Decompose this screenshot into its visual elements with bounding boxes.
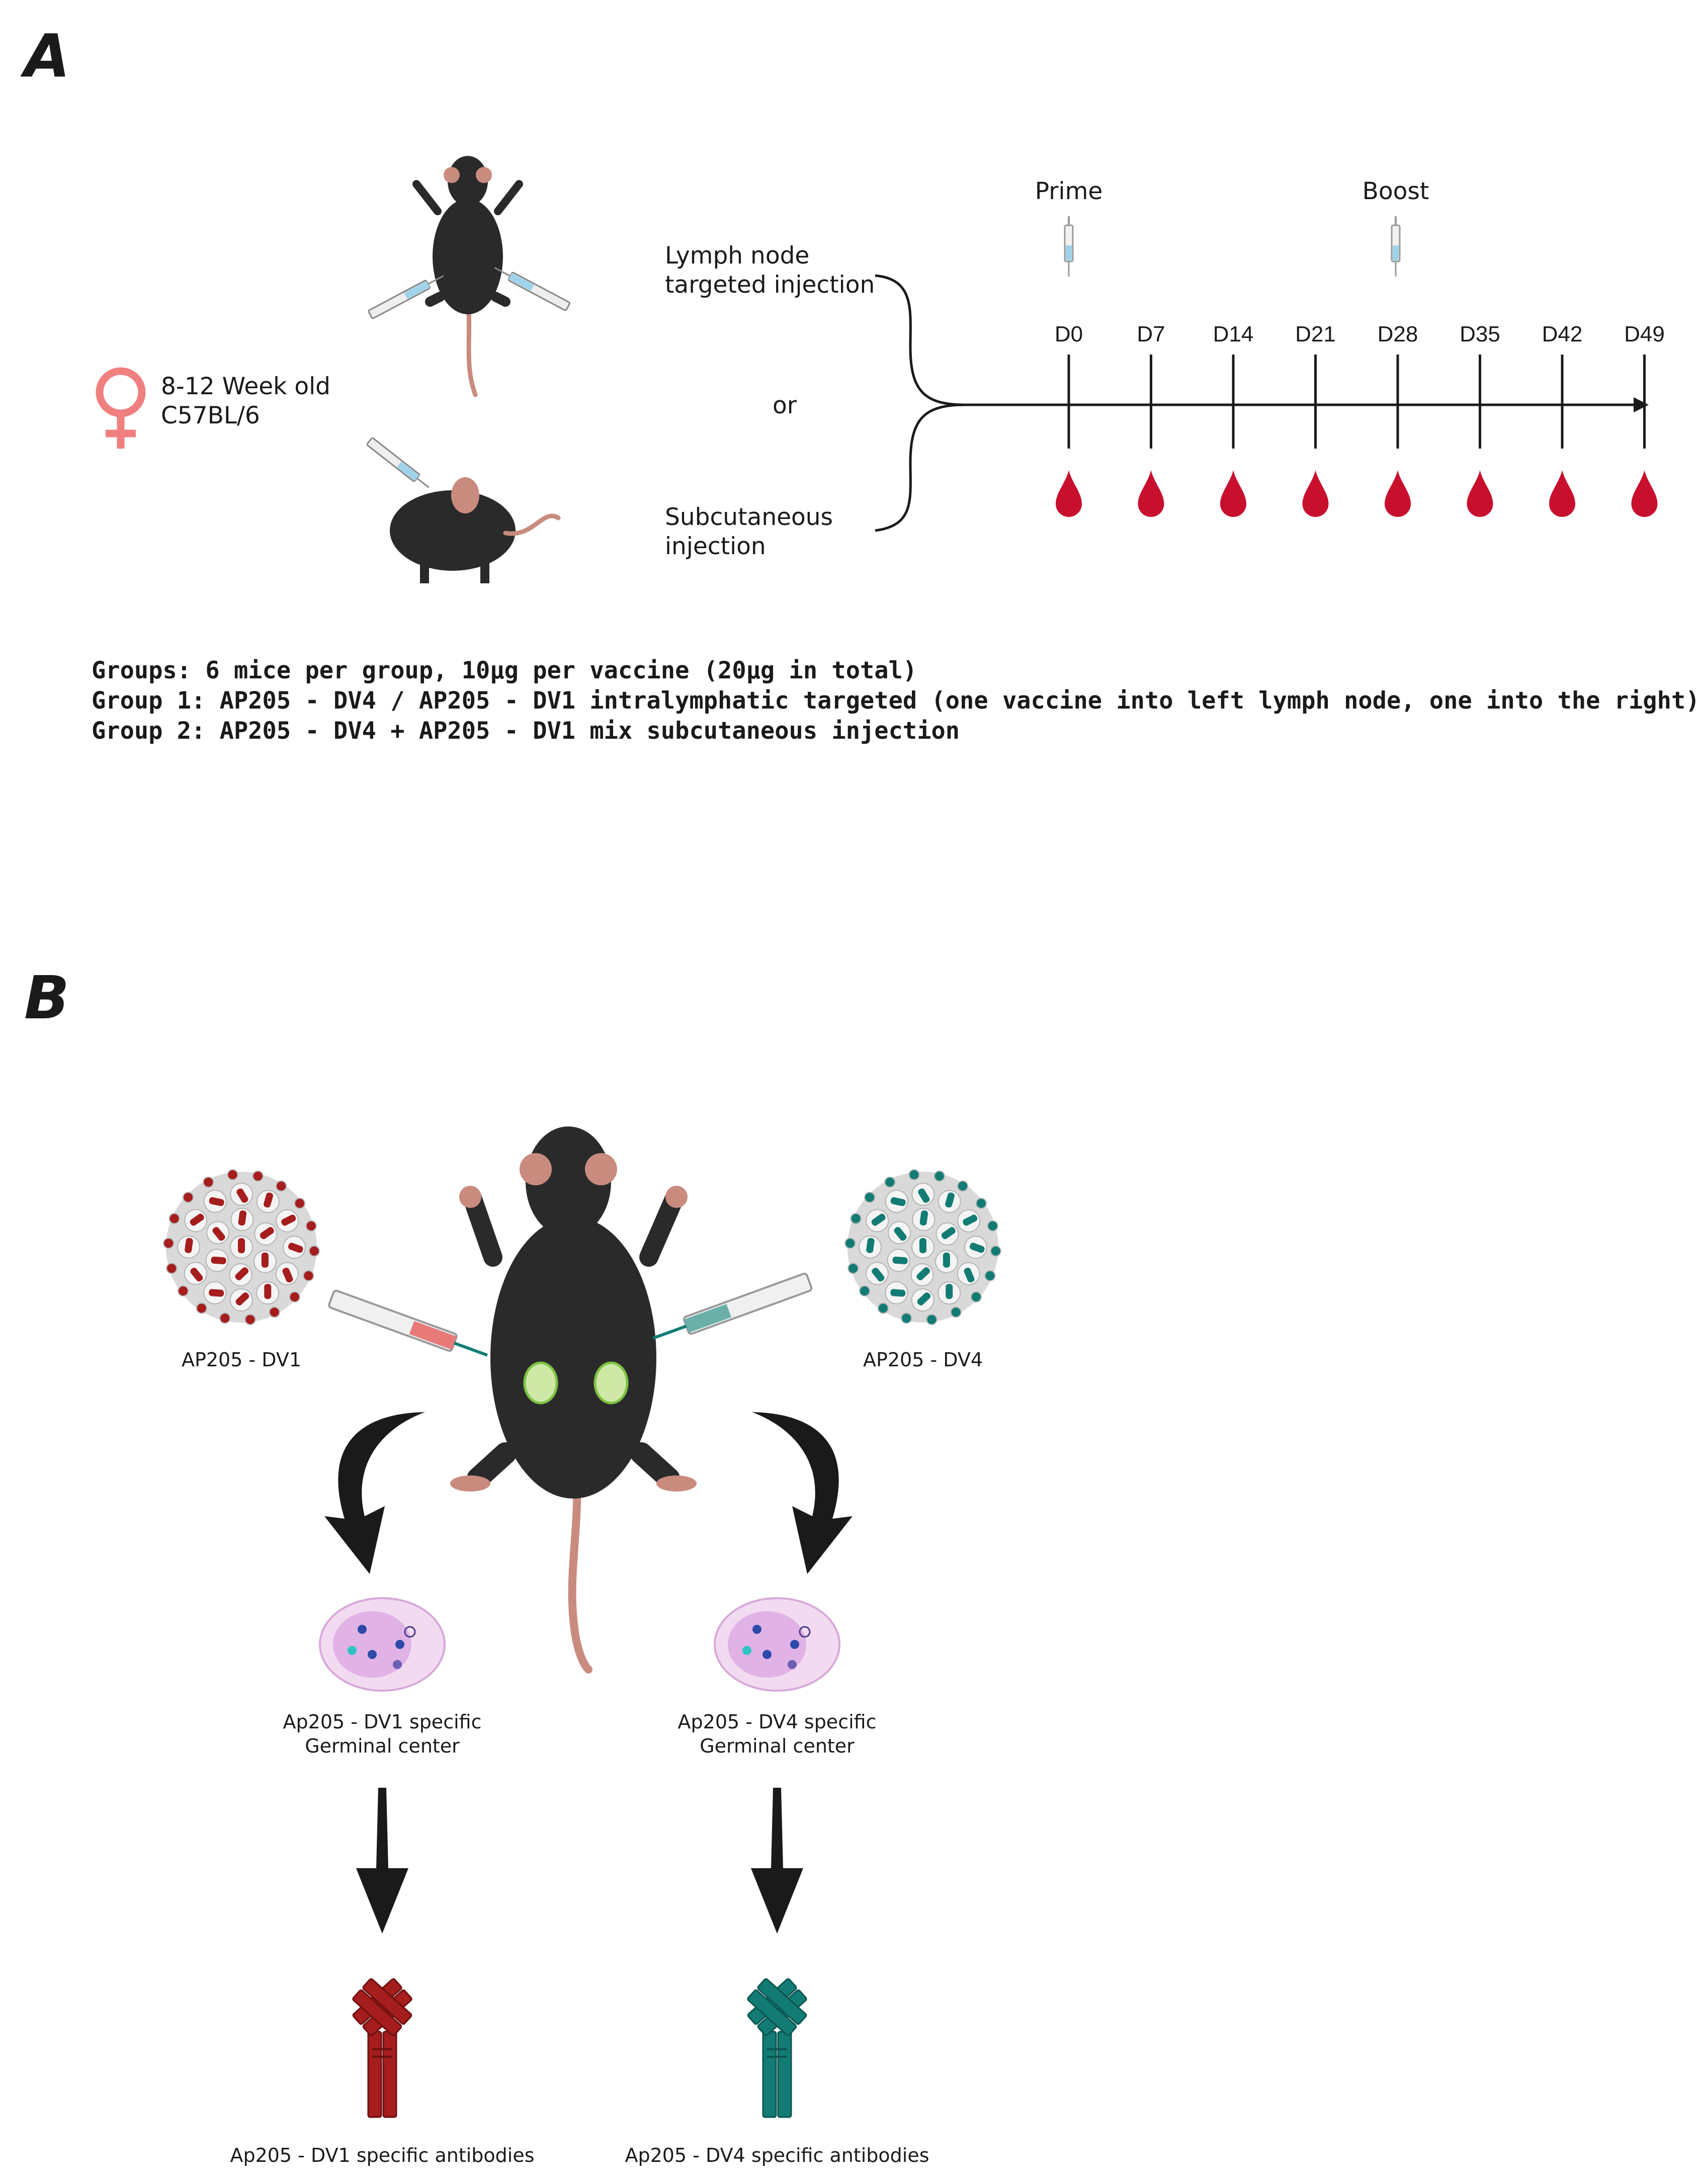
day-label-d35: D35 [1460,322,1500,346]
route-subcutaneous-line-1: Subcutaneous [665,503,833,531]
route-or-label: or [773,392,797,419]
lymph-node-icon [523,1361,629,1405]
timeline [875,216,1658,532]
antibody-dv1-label: Ap205 - DV1 specific antibodies [230,2144,535,2166]
day-label-d42: D42 [1542,322,1583,346]
day-label-d49: D49 [1624,322,1665,346]
boost-label: Boost [1362,178,1429,205]
curved-arrow-icon [324,1412,425,1574]
vlp-dv4-label: AP205 - DV4 [863,1349,983,1371]
route-lymph-node-label: Lymph node targeted injection [665,241,875,300]
groups-summary: Groups: 6 mice per group, 10µg per vacci… [92,657,917,684]
route-lymph-node-line-1: Lymph node [665,242,810,270]
germinal-center-icon [714,1597,840,1692]
route-subcutaneous-label: Subcutaneous injection [665,503,833,561]
vlp-particle-icon [163,1169,320,1325]
day-label-d7: D7 [1137,322,1165,346]
gc-dv4-line-2: Germinal center [700,1735,855,1757]
blood-drop-icon [1220,470,1246,517]
day-label-d14: D14 [1213,322,1254,346]
group-1-description: Group 1: AP205 - DV4 / AP205 - DV1 intra… [92,687,1700,715]
down-arrow-icon [751,1788,803,1934]
day-label-d21: D21 [1295,322,1336,346]
curved-arrow-icon [752,1412,853,1574]
blood-drop-icon [1467,470,1493,517]
panel-a-letter: A [24,21,70,91]
vlp-dv1-label: AP205 - DV1 [181,1349,302,1371]
route-lymph-node-line-2: targeted injection [665,271,875,299]
strain-label-line-1: 8-12 Week old [161,373,330,400]
blood-drop-icon [1549,470,1575,517]
vlp-particle-icon [844,1169,1001,1325]
syringe-icon [652,1272,813,1340]
gc-dv1-label: Ap205 - DV1 specific Germinal center [257,1710,508,1758]
blood-drop-icon [1056,470,1082,517]
gc-dv1-line-2: Germinal center [305,1735,460,1757]
blood-drop-icon [1138,470,1164,517]
mouse-top-view-icon [368,156,570,397]
syringe-icon [1391,216,1401,277]
strain-label-line-2: C57BL/6 [161,402,260,429]
antibody-icon [352,1978,412,2118]
gc-dv4-label: Ap205 - DV4 specific Germinal center [651,1710,903,1758]
female-symbol-icon [96,367,146,449]
gc-dv4-line-1: Ap205 - DV4 specific [677,1711,877,1733]
antibody-dv4-label: Ap205 - DV4 specific antibodies [625,2144,929,2166]
strain-label: 8-12 Week old C57BL/6 [161,372,330,430]
mouse-side-view-icon [366,437,561,583]
day-label-d28: D28 [1377,322,1418,346]
down-arrow-icon [356,1788,408,1934]
syringe-icon [1064,216,1074,277]
antibody-icon [747,1978,807,2118]
route-subcutaneous-line-2: injection [665,533,766,560]
blood-drop-icon [1631,470,1658,517]
germinal-center-icon [319,1597,446,1692]
gc-dv1-line-1: Ap205 - DV1 specific [283,1711,482,1733]
group-2-description: Group 2: AP205 - DV4 + AP205 - DV1 mix s… [92,717,960,745]
blood-drop-icon [1302,470,1329,517]
panel-b-letter: B [24,963,69,1032]
prime-label: Prime [1035,178,1103,205]
branch-bottom [875,403,966,532]
blood-drop-icon [1385,470,1411,517]
mouse-dorsal-view-icon [328,1126,813,1674]
branch-top [875,274,966,406]
groups-text: Groups: 6 mice per group, 10µg per vacci… [92,656,1700,746]
syringe-icon [328,1289,488,1357]
timeline-arrowhead [1634,397,1649,412]
day-label-d0: D0 [1054,322,1083,346]
